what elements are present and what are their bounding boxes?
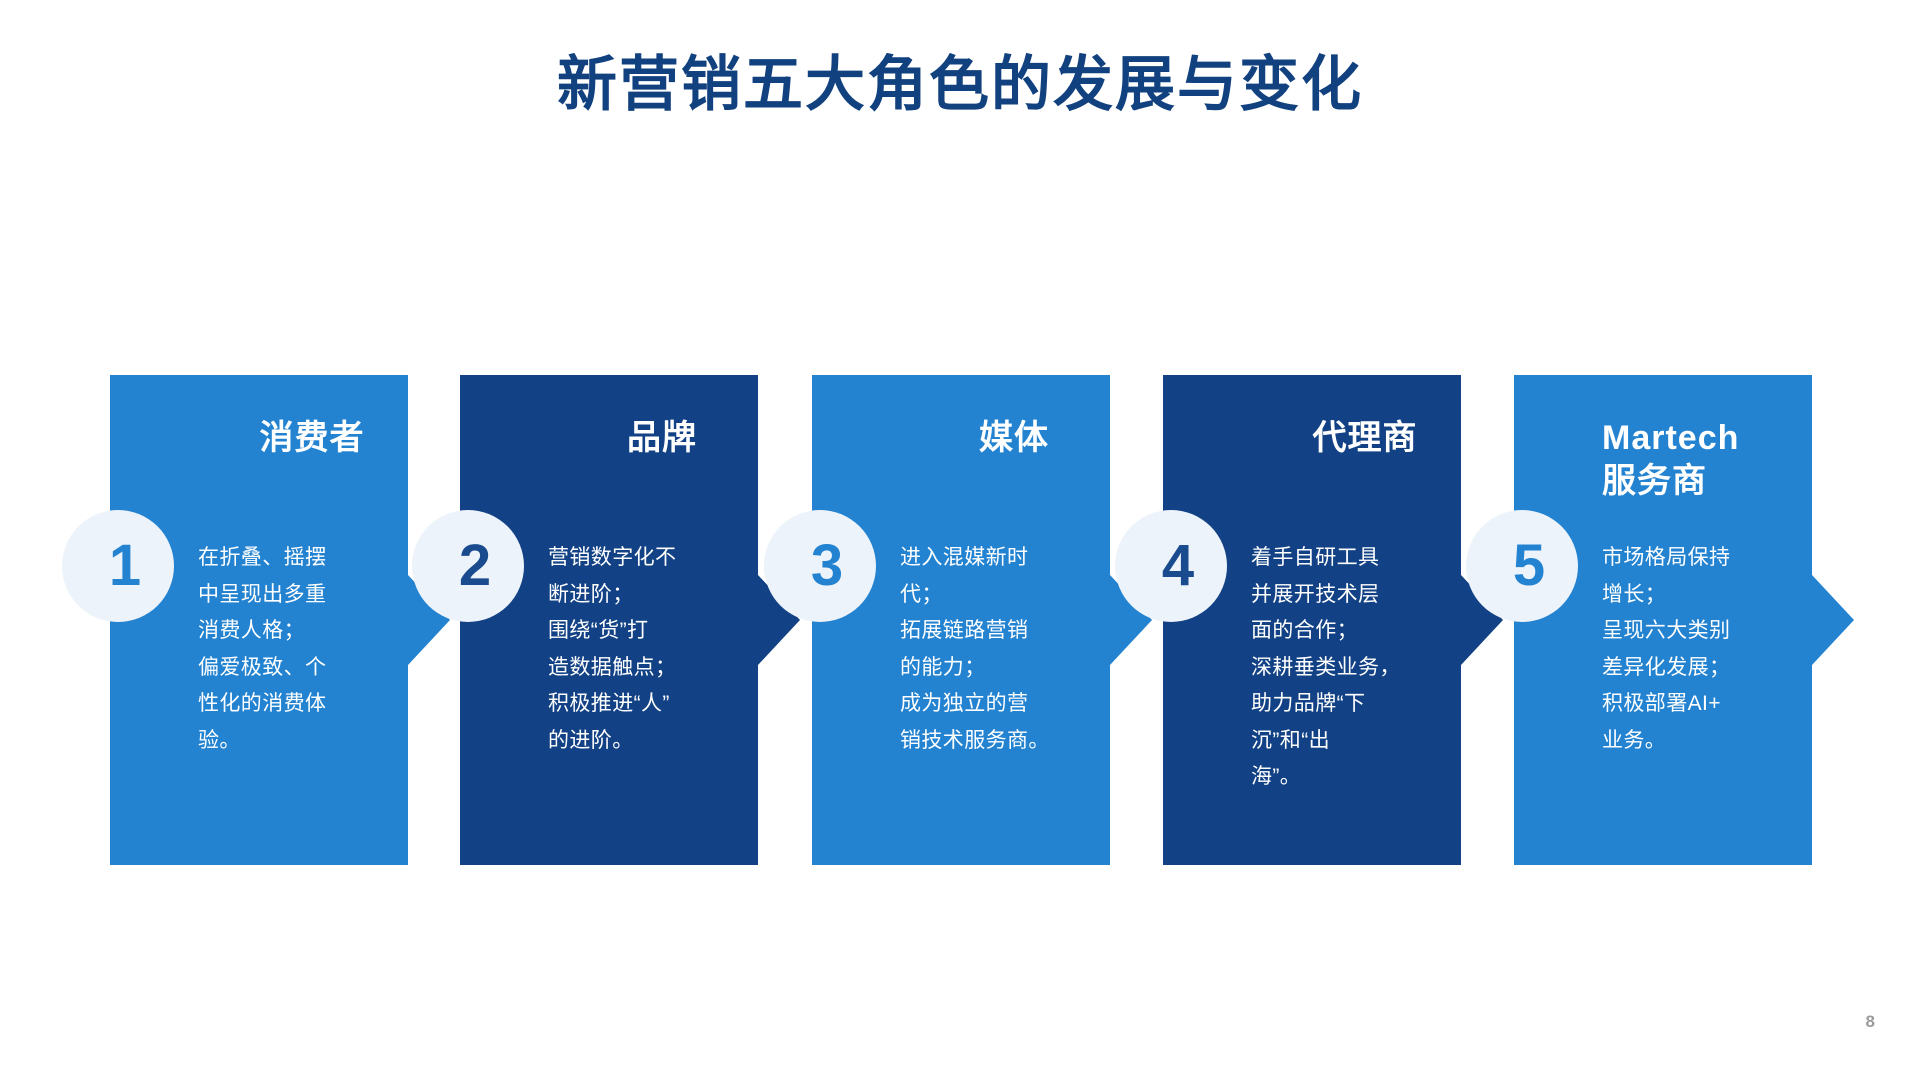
flow-step-number-badge: 5 [1466, 510, 1578, 622]
flow-card-content: 代理商着手自研工具 并展开技术层 面的合作； 深耕垂类业务， 助力品牌“下 沉”… [1163, 375, 1503, 865]
flow-card-body-text: 营销数字化不 断进阶； 围绕“货”打 造数据触点； 积极推进“人” 的进阶。 [548, 546, 677, 752]
flow-card-title: Martech 服务商 [1602, 419, 1740, 500]
flow-card-body-text: 进入混媒新时 代； 拓展链路营销 的能力； 成为独立的营 销技术服务商。 [900, 546, 1050, 752]
flow-card-chevron-shape [1163, 375, 1503, 865]
page-number: 8 [1865, 1012, 1875, 1031]
flow-card-content: 消费者在折叠、摇摆 中呈现出多重 消费人格； 偏爱极致、个 性化的消费体 验。 [110, 375, 450, 865]
flow-card-title: 消费者 [259, 419, 365, 457]
flow-step-number-badge: 3 [764, 510, 876, 622]
flow-card-content: 媒体进入混媒新时 代； 拓展链路营销 的能力； 成为独立的营 销技术服务商。 [812, 375, 1152, 865]
flow-card-chevron-shape [110, 375, 450, 865]
flow-card-chevron-shape [812, 375, 1152, 865]
flow-step-number-badge: 2 [412, 510, 524, 622]
flow-step-number-badge: 1 [62, 510, 174, 622]
flow-card-title: 媒体 [979, 419, 1049, 457]
flow-card-content: 品牌营销数字化不 断进阶； 围绕“货”打 造数据触点； 积极推进“人” 的进阶。 [460, 375, 800, 865]
flow-card-body-text: 在折叠、摇摆 中呈现出多重 消费人格； 偏爱极致、个 性化的消费体 验。 [198, 546, 327, 752]
page-title: 新营销五大角色的发展与变化 [557, 51, 1363, 118]
flow-card-chevron-shape [1514, 375, 1854, 865]
flow-card-body-text: 着手自研工具 并展开技术层 面的合作； 深耕垂类业务， 助力品牌“下 沉”和“出… [1251, 546, 1401, 789]
flow-card-body-text: 市场格局保持 增长； 呈现六大类别 差异化发展； 积极部署AI+ 业务。 [1602, 546, 1731, 752]
flow-card-content: Martech 服务商市场格局保持 增长； 呈现六大类别 差异化发展； 积极部署… [1514, 375, 1854, 865]
flow-card-title: 代理商 [1312, 419, 1418, 457]
flow-step-number-badge: 4 [1115, 510, 1227, 622]
flow-card-chevron-shape [460, 375, 800, 865]
flow-card-title: 品牌 [627, 419, 697, 457]
